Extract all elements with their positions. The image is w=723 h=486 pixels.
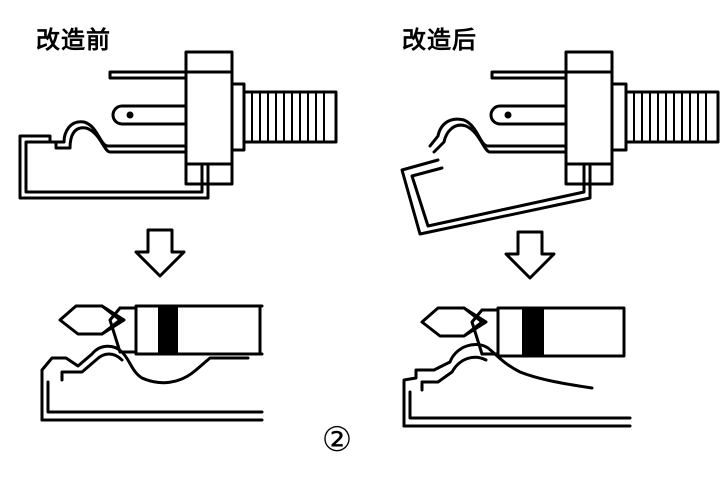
after-spring-contact-lower [402, 343, 594, 428]
before-threaded-bushing [238, 90, 338, 144]
figure-number-text: ② [321, 420, 353, 460]
after-threaded-bushing [620, 90, 720, 144]
before-spring-contact-lower [40, 344, 250, 422]
label-after-modification: 改造后 [402, 26, 477, 54]
after-top-terminal [490, 70, 568, 80]
before-frame-lower [40, 380, 264, 422]
before-down-arrow [134, 228, 186, 278]
before-jack-assembly [18, 50, 338, 200]
before-top-terminal [108, 70, 188, 80]
before-mount-plate [184, 50, 234, 186]
after-mount-plate [564, 50, 614, 186]
before-plug-inserted [58, 304, 264, 356]
before-spring-contact [18, 120, 210, 200]
after-frame-bent [400, 158, 592, 236]
after-middle-terminal [489, 104, 568, 126]
label-before-modification: 改造前 [36, 26, 111, 54]
after-plug-inserted [420, 306, 626, 358]
before-middle-terminal [111, 104, 188, 126]
after-down-arrow [504, 230, 556, 280]
after-collar [610, 82, 628, 152]
after-frame-lower [402, 390, 632, 428]
figure-number: ② [318, 421, 356, 459]
after-jack-assembly [400, 50, 720, 236]
